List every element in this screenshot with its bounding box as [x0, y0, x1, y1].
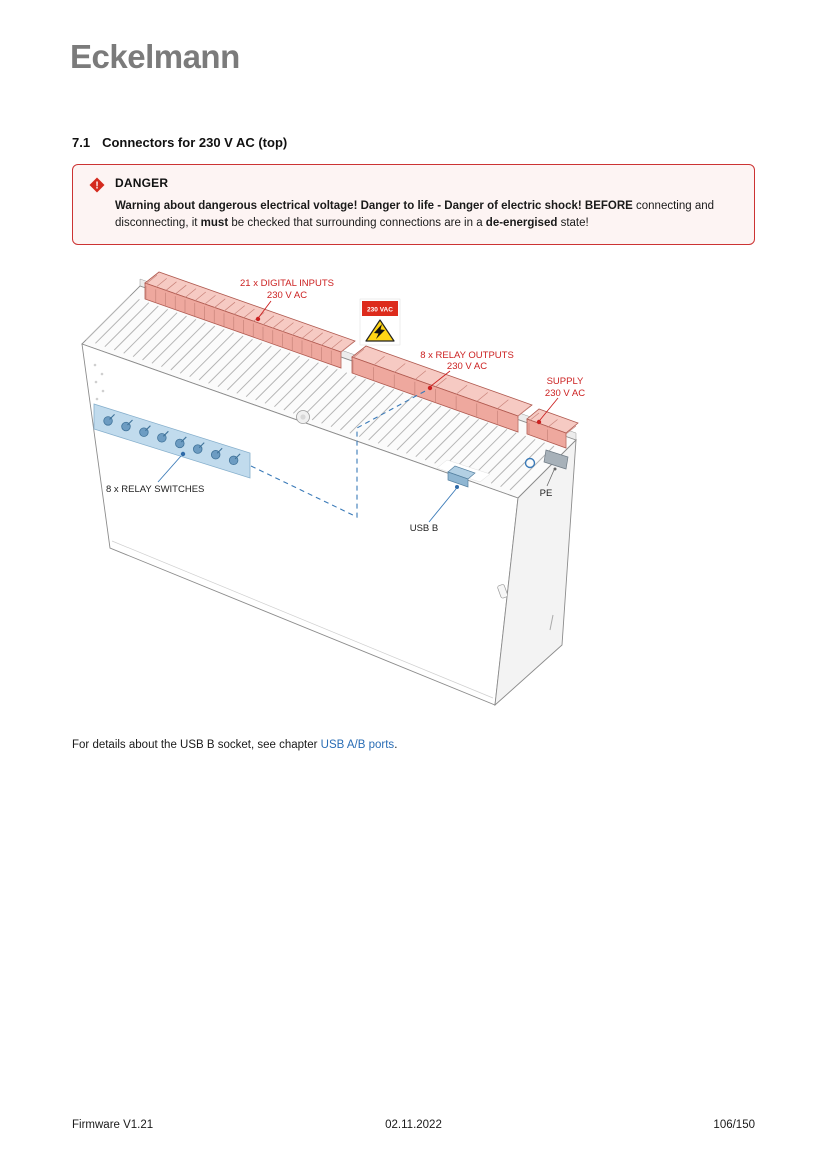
- digital-inputs-connector: [144, 271, 356, 369]
- digital-inputs-terminals: [145, 274, 353, 367]
- danger-text-regular-2: be checked that surrounding connections …: [228, 216, 486, 229]
- relay-outputs-connector: [351, 345, 533, 433]
- danger-content: DANGER Warning about dangerous electrica…: [115, 176, 738, 231]
- danger-text-bold-2: must: [200, 216, 229, 229]
- danger-icon-glyph: !: [95, 181, 98, 192]
- body-paragraph: For details about the USB B socket, see …: [72, 739, 397, 751]
- danger-title: DANGER: [115, 176, 169, 190]
- page-footer: Firmware V1.21 02.11.2022 106/150: [72, 1119, 755, 1131]
- side-slot: [549, 614, 554, 631]
- base-seam: [111, 540, 494, 699]
- usb-ab-ports-link[interactable]: USB A/B ports: [320, 739, 395, 751]
- supply-terminals: [528, 412, 577, 447]
- company-logo: Eckelmann: [70, 38, 240, 75]
- vent-holes: [93, 363, 105, 401]
- danger-text-regular-1: connecting and disconnecting, it: [115, 200, 715, 229]
- section-number: 7.1: [72, 135, 91, 150]
- cooling-fins: [85, 295, 555, 491]
- device-figure: 230 VAC 21 x DIGITAL INPUTS 230 V AC 8 x…: [0, 270, 827, 740]
- housing-clip: [497, 584, 508, 599]
- label-digital-inputs-line1: 21 x DIGITAL INPUTS: [240, 278, 334, 289]
- footer-page-number: 106/150: [713, 1119, 755, 1131]
- usb-b-port: [436, 459, 491, 488]
- body-text-before-link: For details about the USB B socket, see …: [72, 739, 321, 751]
- label-digital-inputs-line2: 230 V AC: [267, 290, 307, 301]
- sticker-voltage-text: 230 VAC: [367, 307, 393, 314]
- section-title: Connectors for 230 V AC (top): [102, 135, 288, 150]
- footer-date: 02.11.2022: [385, 1119, 442, 1131]
- label-supply-line1: SUPPLY: [547, 376, 584, 387]
- digital-inputs-marker: [255, 316, 261, 322]
- danger-warning-box: ! DANGER Warning about dangerous electri…: [72, 164, 755, 245]
- danger-text: Warning about dangerous electrical volta…: [115, 198, 738, 231]
- label-relay-switches: 8 x RELAY SWITCHES: [106, 484, 204, 495]
- relay-switches-marker: [180, 451, 186, 457]
- supply-marker: [536, 419, 542, 425]
- relay-switches-strip: [93, 403, 251, 479]
- danger-text-bold-1: Warning about dangerous electrical volta…: [115, 200, 633, 212]
- label-relay-outputs-line1: 8 x RELAY OUTPUTS: [420, 350, 514, 361]
- section-heading: 7.1 Connectors for 230 V AC (top): [72, 135, 287, 150]
- callout-dashed-line: [250, 389, 428, 518]
- label-pe: PE: [540, 488, 553, 499]
- label-usb-b: USB B: [410, 523, 439, 534]
- pe-wire-loop: [524, 457, 536, 469]
- footer-firmware-version: Firmware V1.21: [72, 1119, 154, 1131]
- figure-labels: 21 x DIGITAL INPUTS 230 V AC 8 x RELAY O…: [106, 278, 585, 534]
- relay-outputs-terminals: [352, 348, 530, 431]
- lightning-bolt-icon: [374, 324, 385, 339]
- danger-icon: !: [89, 176, 105, 231]
- danger-text-regular-3: state!: [557, 216, 589, 229]
- leader-lines: [157, 300, 559, 523]
- relay-outputs-marker: [427, 385, 433, 391]
- danger-text-bold-3: de-energised: [485, 216, 558, 229]
- usb-b-marker: [455, 485, 459, 489]
- label-relay-outputs-line2: 230 V AC: [447, 361, 487, 372]
- pe-terminal: [524, 449, 569, 470]
- relay-switch-icons: [103, 414, 241, 466]
- supply-connector: [526, 408, 579, 449]
- voltage-warning-sticker: 230 VAC: [359, 298, 401, 346]
- label-supply-line2: 230 V AC: [545, 388, 585, 399]
- body-text-after-link: .: [394, 739, 398, 751]
- pe-marker: [553, 467, 557, 471]
- device-illustration: 230 VAC 21 x DIGITAL INPUTS 230 V AC 8 x…: [81, 271, 585, 707]
